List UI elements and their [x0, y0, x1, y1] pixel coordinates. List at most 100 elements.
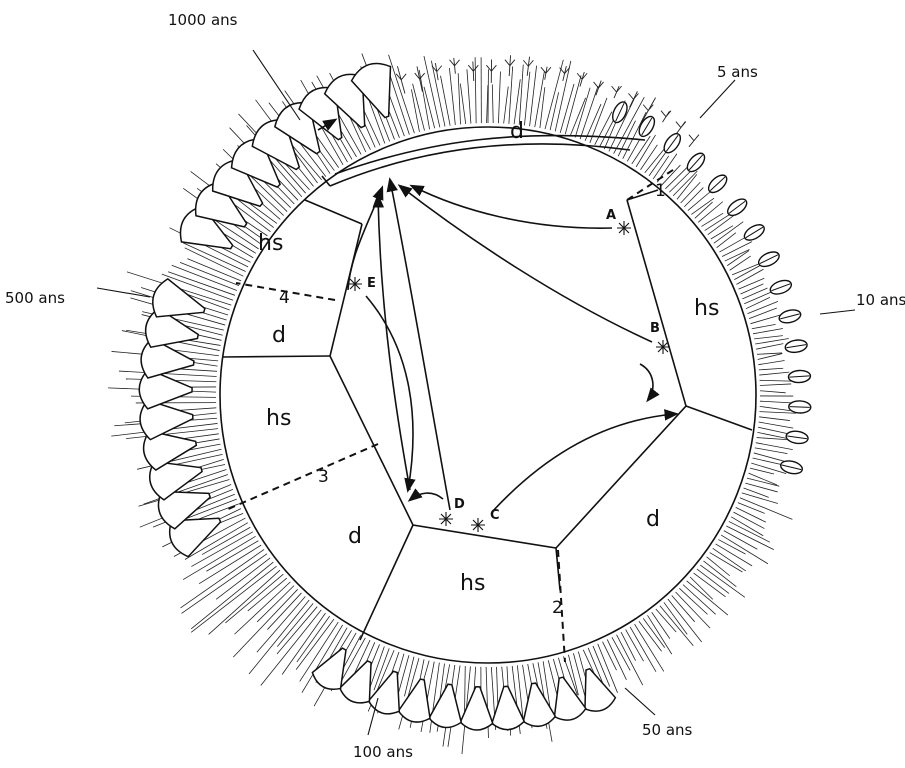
vegetation-stroke — [465, 666, 466, 714]
vegetation-stroke — [701, 213, 723, 226]
time-label-500: 500 ans — [5, 289, 65, 307]
vegetation-stroke — [504, 87, 509, 124]
vegetation-stroke — [714, 222, 743, 244]
vegetation-stroke — [748, 301, 778, 313]
leader-5 — [700, 80, 735, 118]
arrow-e-down — [366, 296, 413, 490]
vegetation-stroke — [753, 328, 783, 333]
vegetation-stroke — [498, 72, 500, 124]
vegetation-stroke — [758, 360, 784, 364]
vegetation-stroke — [458, 73, 460, 124]
vegetation-stroke — [710, 553, 743, 572]
vegetation-stroke — [729, 521, 770, 542]
vegetation-stroke — [758, 427, 789, 434]
vegetation-stroke — [185, 248, 244, 276]
vegetation-stroke — [475, 57, 476, 123]
vegetation-stroke — [660, 606, 693, 646]
vegetation-stroke — [683, 585, 716, 615]
point-b-marker — [656, 340, 670, 354]
vegetation-stroke — [726, 526, 773, 550]
vegetation-stroke — [630, 627, 656, 672]
vegetation-stroke — [664, 602, 687, 634]
arrow-d-left — [410, 493, 443, 500]
vegetation-stroke — [752, 324, 776, 328]
time-label-100: 100 ans — [353, 743, 413, 761]
point-a-label: A — [606, 208, 616, 223]
vegetation-stroke — [717, 233, 736, 248]
inner-circle — [220, 127, 756, 663]
vegetation-stroke — [233, 589, 297, 657]
vegetation-stroke — [206, 541, 258, 572]
vegetation-stroke — [742, 493, 778, 504]
herb-sprig — [689, 135, 699, 147]
vegetation-stroke — [519, 65, 523, 125]
vegetation-stroke — [419, 70, 429, 129]
vegetation-stroke — [676, 592, 711, 628]
vegetation-stroke — [172, 265, 237, 290]
point-e-marker — [348, 277, 362, 291]
zone-hs-left: hs — [266, 406, 291, 431]
vegetation-stroke — [739, 278, 765, 289]
zone-hs-right: hs — [694, 296, 719, 321]
zone-d-left: d — [272, 323, 286, 348]
herb-sprig — [612, 86, 622, 98]
vegetation-stroke — [530, 66, 537, 127]
zone-d-lower-right: d — [646, 507, 660, 532]
time-label-10: 10 ans — [856, 291, 905, 309]
vegetation-stroke — [277, 607, 317, 654]
vegetation-stroke — [460, 84, 465, 124]
vegetation-stroke — [575, 88, 590, 138]
vegetation-stroke — [535, 71, 545, 127]
pentagon-top-edge — [627, 190, 658, 200]
arrow-d-to-top — [390, 180, 450, 510]
leader-10 — [820, 310, 855, 314]
vegetation-stroke — [759, 368, 783, 370]
vegetation-stroke — [740, 498, 793, 520]
vegetation-stroke — [652, 612, 670, 638]
vegetation-stroke — [756, 344, 783, 350]
radial-bottom-left — [360, 525, 413, 640]
herb-sprig — [415, 66, 425, 91]
vegetation-ring — [108, 54, 811, 755]
tree-crown — [490, 685, 525, 730]
boundary-3-line — [226, 444, 378, 510]
vegetation-stroke — [640, 145, 657, 170]
herb-sprig — [541, 67, 551, 80]
vegetation-stroke — [759, 422, 794, 428]
point-d-label: D — [454, 497, 465, 512]
point-a-marker — [617, 221, 631, 235]
vegetation-stroke — [704, 561, 737, 587]
time-label-5: 5 ans — [717, 63, 758, 81]
vegetation-stroke — [248, 578, 287, 611]
vegetation-stroke — [753, 458, 783, 465]
vegetation-stroke — [524, 72, 529, 126]
herb-sprig — [523, 57, 533, 76]
vegetation-stroke — [749, 473, 777, 485]
vegetation-stroke — [754, 453, 787, 462]
vegetation-stroke — [759, 412, 795, 414]
vegetation-stroke — [742, 288, 767, 299]
point-d-marker — [439, 512, 453, 526]
vegetation-stroke — [677, 174, 697, 199]
top-d-band — [330, 135, 645, 186]
arrow-a-to-top — [412, 186, 612, 228]
vegetation-stroke — [684, 188, 703, 207]
boundary-4-label: 4 — [279, 288, 290, 308]
vegetation-stroke — [673, 171, 697, 196]
vegetation-stroke — [497, 667, 498, 707]
zone-hs-upper-left: hs — [258, 231, 283, 256]
leader-50 — [625, 688, 655, 715]
time-label-50: 50 ans — [642, 721, 693, 739]
herb-sprig — [505, 55, 515, 76]
vegetation-stroke — [722, 242, 752, 257]
vegetation-stroke — [755, 448, 788, 454]
vegetation-stroke — [760, 391, 786, 393]
arrow-c-to-right — [492, 414, 676, 512]
vegetation-stroke — [760, 380, 792, 381]
herb-sprig — [661, 111, 671, 122]
vegetation-stroke — [545, 60, 563, 129]
point-c-marker — [471, 518, 485, 532]
radial-right — [686, 406, 752, 430]
arrow-e-to-top — [348, 188, 382, 290]
arrow-long-left — [378, 196, 410, 490]
